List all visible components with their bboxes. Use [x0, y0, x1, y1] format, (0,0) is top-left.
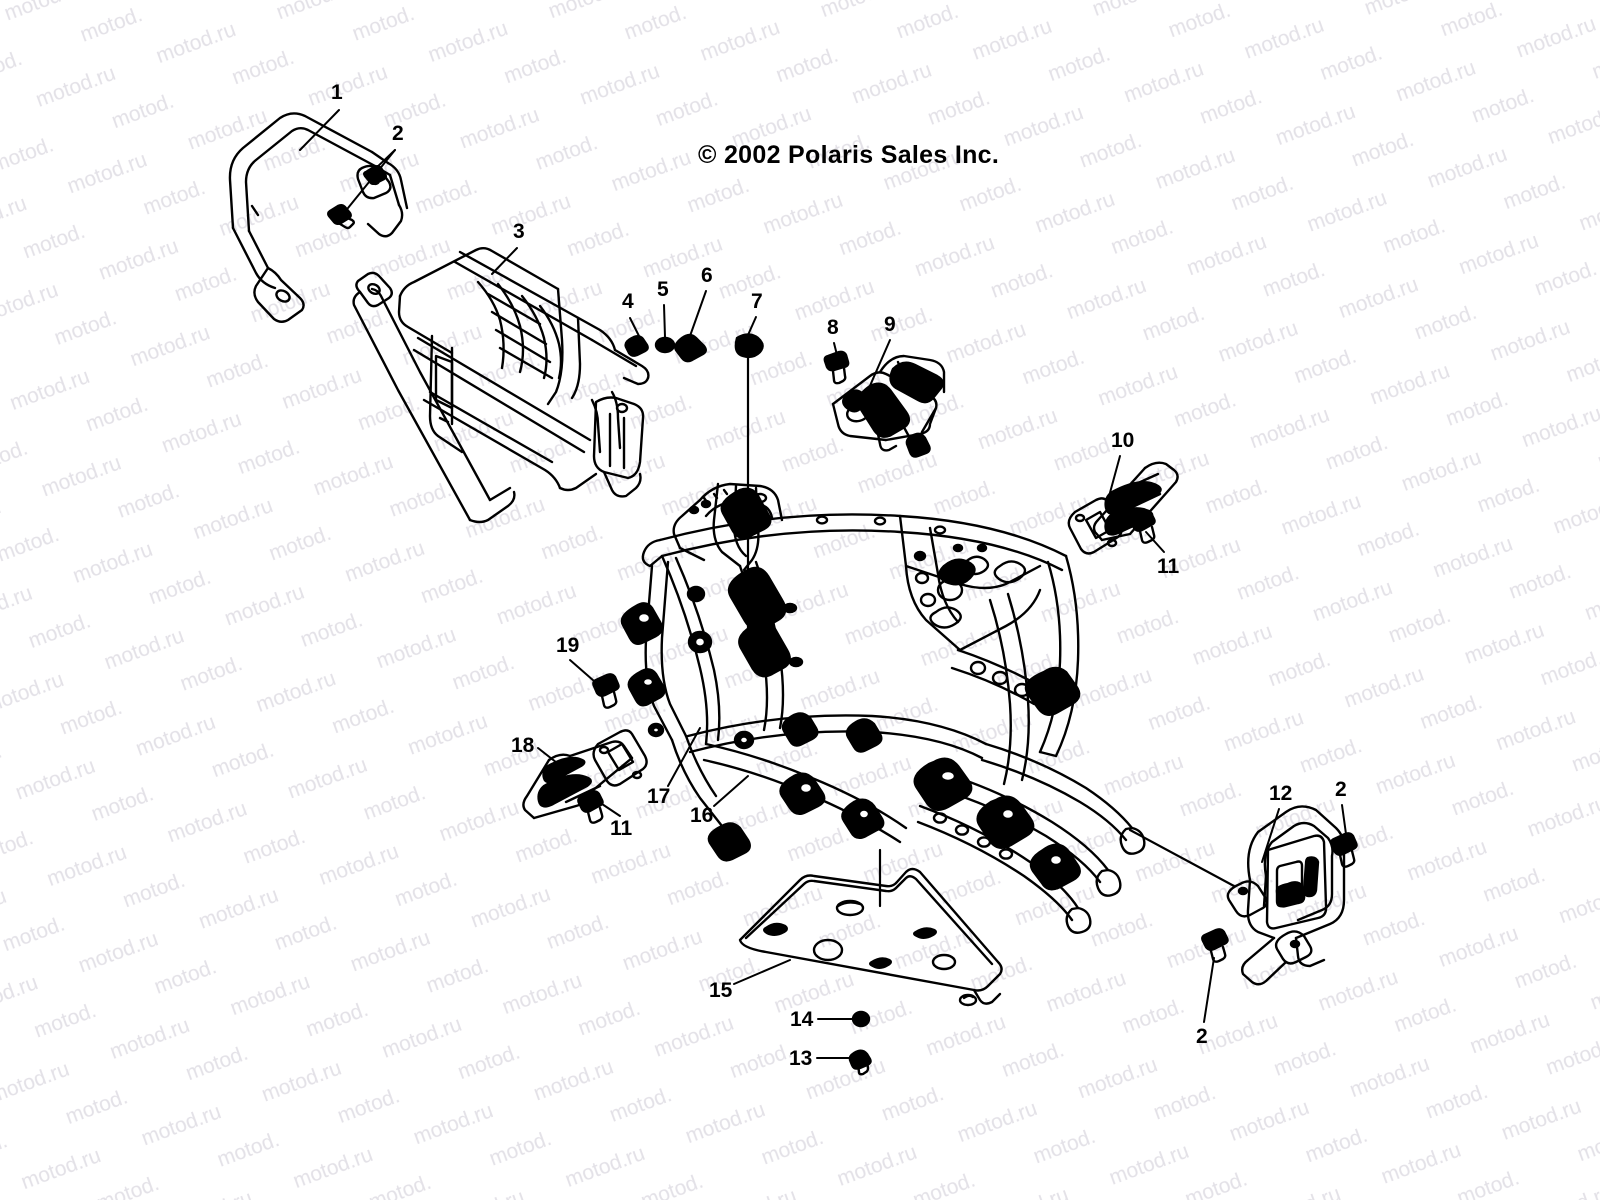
callout-9: 9 [884, 313, 896, 336]
callout-11a: 11 [1157, 555, 1180, 578]
callout-18: 18 [511, 734, 535, 757]
callout-2b: 2 [1335, 778, 1347, 801]
callout-5: 5 [657, 278, 669, 301]
callout-8: 8 [827, 316, 839, 339]
copyright-notice: © 2002 Polaris Sales Inc. [698, 141, 1000, 169]
callout-2a: 2 [392, 122, 404, 145]
callout-17: 17 [647, 785, 671, 808]
callout-7: 7 [751, 290, 763, 313]
callout-12: 12 [1269, 782, 1293, 805]
callout-2c: 2 [1196, 1025, 1208, 1048]
callout-10: 10 [1111, 429, 1135, 452]
callout-3: 3 [513, 220, 525, 243]
callout-13: 13 [789, 1047, 813, 1070]
callout-6: 6 [701, 264, 713, 287]
callout-19: 19 [556, 634, 580, 657]
callout-14: 14 [790, 1008, 814, 1031]
callout-16: 16 [690, 804, 714, 827]
callout-1: 1 [331, 81, 343, 104]
callout-15: 15 [709, 979, 733, 1002]
callout-11b: 11 [610, 817, 633, 840]
callout-4: 4 [622, 290, 634, 313]
